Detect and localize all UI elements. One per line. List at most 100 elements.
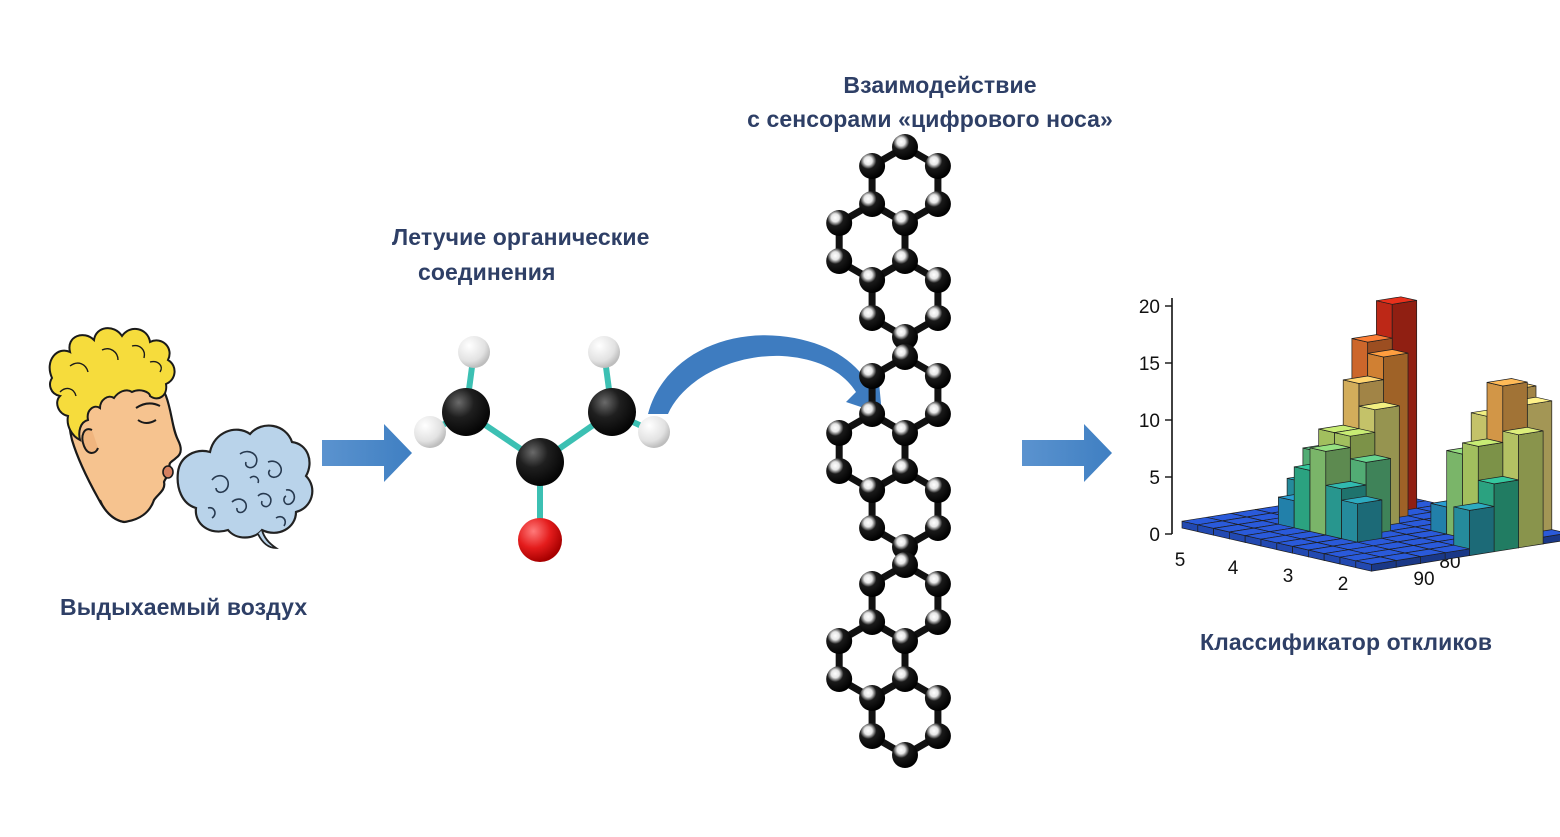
chart-bars	[1181, 296, 1560, 572]
sensor-cluster-3	[826, 552, 951, 768]
bar-side-face	[1469, 506, 1495, 557]
left-axis-tick-label: 2	[1338, 574, 1349, 595]
sensor-atom	[924, 515, 951, 541]
sensor-atom	[826, 420, 853, 446]
bar-top-face	[1351, 334, 1393, 343]
bar-top-face	[1350, 454, 1391, 463]
sensor-atom	[859, 477, 886, 503]
person-exhaling-icon	[48, 327, 182, 524]
sensor-atom	[924, 609, 951, 635]
bar-top-face	[1334, 428, 1375, 437]
bar-top-face	[1486, 378, 1528, 387]
sensor-atom	[892, 552, 918, 578]
sensor-atom	[892, 344, 918, 370]
sensor-atom	[924, 305, 951, 331]
sensor-atom	[924, 363, 951, 389]
voc-label-line2: соединения	[418, 259, 556, 285]
bar-top-face	[1502, 426, 1544, 436]
sensor-atom	[924, 723, 951, 749]
sensor-structures	[826, 134, 951, 768]
classifier-label: Классификатор откликов	[1200, 629, 1493, 655]
z-tick-label: 5	[1149, 468, 1160, 489]
sensor-atom	[924, 685, 951, 711]
hydrogen-atom	[588, 336, 620, 368]
bar-top-face	[1462, 438, 1503, 447]
chart-bar	[1341, 495, 1383, 550]
bar-top-face	[1376, 296, 1417, 305]
bar-top-face	[1343, 375, 1384, 384]
arrow-right-2	[1022, 424, 1112, 482]
sensor-cluster-1	[826, 134, 951, 350]
sensor-atom	[924, 191, 951, 217]
sensor-atom	[826, 458, 853, 484]
sensor-atom	[892, 248, 918, 274]
sensor-atom	[859, 305, 886, 331]
hydrogen-atom	[414, 416, 446, 448]
sensor-atom	[892, 420, 918, 446]
bar-top-face	[1355, 556, 1397, 565]
bar-front-face	[1293, 466, 1311, 539]
voc-molecule	[414, 336, 670, 562]
breath-cloud-icon	[176, 424, 314, 549]
bar-top-face	[1367, 349, 1409, 358]
sensor-atom	[924, 153, 951, 179]
sensor-atom	[924, 571, 951, 597]
sensor-atom	[859, 685, 886, 711]
z-tick-label: 0	[1149, 525, 1160, 546]
hydrogen-atom	[638, 416, 670, 448]
left-axis-tick-label: 5	[1175, 550, 1186, 571]
carbon-atom	[442, 388, 490, 436]
interaction-label-line1: Взаимодействие	[843, 72, 1037, 98]
bar-top-face	[1358, 401, 1400, 411]
sensor-atom	[859, 191, 886, 217]
bar-top-face	[1341, 495, 1382, 505]
sensor-atom	[859, 267, 886, 293]
bar-front-face	[1309, 447, 1327, 543]
sensor-atom	[859, 609, 886, 635]
chart-bar	[1453, 502, 1495, 557]
sensor-atom	[892, 324, 918, 350]
hydrogen-atom	[458, 336, 490, 368]
chart-bar	[1355, 556, 1397, 572]
bar-top-face	[1325, 481, 1367, 490]
exhaled-air-label: Выдыхаемый воздух	[60, 594, 308, 620]
arrow-right-1	[322, 424, 412, 482]
sensor-atom	[892, 628, 918, 654]
sensor-atom	[892, 210, 918, 236]
sensor-atom	[859, 571, 886, 597]
sensor-atom	[924, 477, 951, 503]
sensor-atom	[892, 666, 918, 692]
response-classifier-chart: 0510152054329080706050	[1139, 296, 1560, 595]
right-axis-tick-label: 90	[1413, 569, 1434, 590]
oxygen-atom	[518, 518, 562, 562]
carbon-atom	[516, 438, 564, 486]
sensor-atom	[826, 248, 853, 274]
sensor-atom	[892, 134, 918, 160]
sensor-atom	[826, 210, 853, 236]
z-tick-label: 10	[1139, 411, 1160, 432]
sensor-atom	[892, 534, 918, 560]
voc-label-line1: Летучие органические	[392, 224, 650, 250]
z-tick-label: 20	[1139, 297, 1160, 318]
sensor-atom	[892, 458, 918, 484]
sensor-atom	[859, 515, 886, 541]
sensor-atom	[924, 267, 951, 293]
sensor-cluster-2	[826, 344, 951, 560]
left-axis-tick-label: 4	[1228, 558, 1239, 579]
bar-top-face	[1309, 443, 1351, 452]
sensor-atom	[826, 666, 853, 692]
bar-top-face	[1453, 502, 1495, 511]
left-axis-tick-label: 3	[1283, 566, 1294, 587]
sensor-atom	[892, 742, 918, 768]
sensor-atom	[924, 401, 951, 427]
carbon-atom	[588, 388, 636, 436]
sensor-atom	[859, 401, 886, 427]
bar-side-face	[1518, 430, 1544, 549]
sensor-atom	[826, 628, 853, 654]
curved-arrow	[648, 335, 882, 414]
sensor-atom	[859, 153, 886, 179]
z-tick-label: 15	[1139, 354, 1160, 375]
sensor-atom	[859, 723, 886, 749]
interaction-label-line2: с сенсорами «цифрового носа»	[747, 106, 1113, 132]
